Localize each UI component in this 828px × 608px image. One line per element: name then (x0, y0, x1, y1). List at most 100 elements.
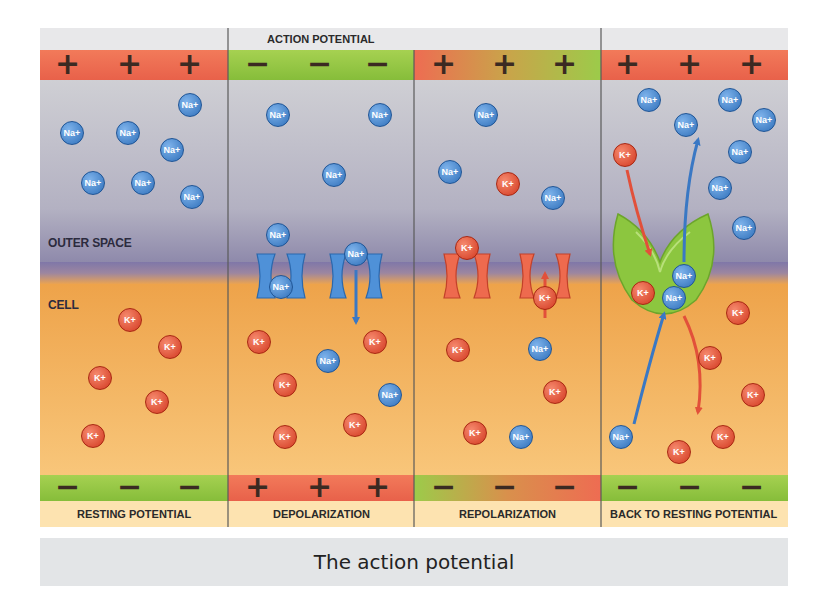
ion-label: Na+ (184, 192, 201, 202)
sodium-ion: Na+ (116, 121, 140, 145)
charge-sign: + (55, 49, 80, 79)
sodium-ion: Na+ (674, 113, 698, 137)
caption-box: The action potential (40, 538, 788, 586)
potassium-ion: K+ (273, 425, 297, 449)
ion-label: K+ (673, 447, 685, 457)
ion-label: Na+ (732, 147, 749, 157)
potassium-ion: K+ (343, 413, 367, 437)
charge-sign: + (307, 472, 332, 502)
heading: ACTION POTENTIAL (267, 33, 375, 45)
charge-sign: + (117, 49, 142, 79)
sodium-ion: Na+ (728, 140, 752, 164)
sodium-ion: Na+ (269, 275, 293, 299)
sodium-ion: Na+ (60, 121, 84, 145)
ion-label: K+ (539, 293, 551, 303)
ion-label: Na+ (85, 178, 102, 188)
sodium-ion: Na+ (752, 108, 776, 132)
sodium-ion: Na+ (266, 223, 290, 247)
ion-label: Na+ (270, 230, 287, 240)
potassium-ion: K+ (446, 338, 470, 362)
ion-label: K+ (369, 337, 381, 347)
ion-label: Na+ (722, 95, 739, 105)
ion-label: Na+ (135, 178, 152, 188)
sodium-ion: Na+ (131, 171, 155, 195)
potassium-ion: K+ (247, 330, 271, 354)
sodium-ion: Na+ (322, 163, 346, 187)
phase-label: DEPOLARIZATION (273, 508, 370, 520)
potassium-ion: K+ (667, 440, 691, 464)
ion-label: Na+ (545, 193, 562, 203)
sodium-ion: Na+ (708, 176, 732, 200)
ion-label: K+ (349, 420, 361, 430)
ion-label: K+ (279, 432, 291, 442)
caption: The action potential (314, 550, 514, 574)
ion-label: Na+ (712, 183, 729, 193)
sodium-ion: Na+ (180, 185, 204, 209)
charge-sign: − (739, 472, 764, 502)
ion-label: K+ (549, 387, 561, 397)
sodium-ion: Na+ (368, 103, 392, 127)
ion-label: Na+ (641, 95, 658, 105)
potassium-ion: K+ (698, 346, 722, 370)
ion-label: K+ (279, 380, 291, 390)
sodium-ion: Na+ (732, 216, 756, 240)
ion-label: Na+ (676, 271, 693, 281)
potassium-ion: K+ (741, 383, 765, 407)
charge-sign: − (365, 49, 390, 79)
sodium-ion: Na+ (160, 138, 184, 162)
ion-label: K+ (502, 179, 514, 189)
ion-label: Na+ (120, 128, 137, 138)
ion-label: Na+ (678, 120, 695, 130)
charge-sign: − (615, 472, 640, 502)
ion-label: Na+ (182, 100, 199, 110)
potassium-ion: K+ (533, 286, 557, 310)
ion-label: Na+ (442, 167, 459, 177)
ion-label: Na+ (164, 145, 181, 155)
charge-sign: + (365, 472, 390, 502)
potassium-ion: K+ (631, 281, 655, 305)
sodium-ion: Na+ (609, 425, 633, 449)
ion-label: K+ (164, 342, 176, 352)
ion-label: K+ (747, 390, 759, 400)
charge-sign: + (245, 472, 270, 502)
ion-label: Na+ (736, 223, 753, 233)
ion-label: Na+ (613, 432, 630, 442)
charge-sign: + (552, 49, 577, 79)
ion-label: Na+ (348, 249, 365, 259)
sodium-ion: Na+ (528, 337, 552, 361)
region-label: CELL (48, 298, 79, 312)
sodium-ion: Na+ (438, 160, 462, 184)
sodium-ion: Na+ (344, 242, 368, 266)
potassium-ion: K+ (711, 425, 735, 449)
phase-label: RESTING POTENTIAL (77, 508, 191, 520)
ion-label: Na+ (64, 128, 81, 138)
ion-label: K+ (637, 288, 649, 298)
charge-sign: − (55, 472, 80, 502)
potassium-ion: K+ (118, 308, 142, 332)
charge-sign: − (177, 472, 202, 502)
sodium-ion: Na+ (81, 171, 105, 195)
ion-label: Na+ (513, 432, 530, 442)
charge-sign: − (552, 472, 577, 502)
potassium-ion: K+ (158, 335, 182, 359)
ion-label: Na+ (326, 170, 343, 180)
ion-label: K+ (253, 337, 265, 347)
ion-label: Na+ (666, 293, 683, 303)
charge-sign: + (492, 49, 517, 79)
charge-sign: − (307, 49, 332, 79)
ion-label: Na+ (756, 115, 773, 125)
charge-sign: − (677, 472, 702, 502)
sodium-ion: Na+ (316, 349, 340, 373)
ion-label: Na+ (270, 110, 287, 120)
sodium-ion: Na+ (718, 88, 742, 112)
potassium-ion: K+ (88, 366, 112, 390)
sodium-ion: Na+ (672, 264, 696, 288)
charge-sign: − (245, 49, 270, 79)
ion-label: Na+ (372, 110, 389, 120)
ion-label: Na+ (382, 390, 399, 400)
ion-label: K+ (87, 431, 99, 441)
charge-sign: − (117, 472, 142, 502)
ion-label: Na+ (320, 356, 337, 366)
ion-label: K+ (704, 353, 716, 363)
ion-label: K+ (717, 432, 729, 442)
